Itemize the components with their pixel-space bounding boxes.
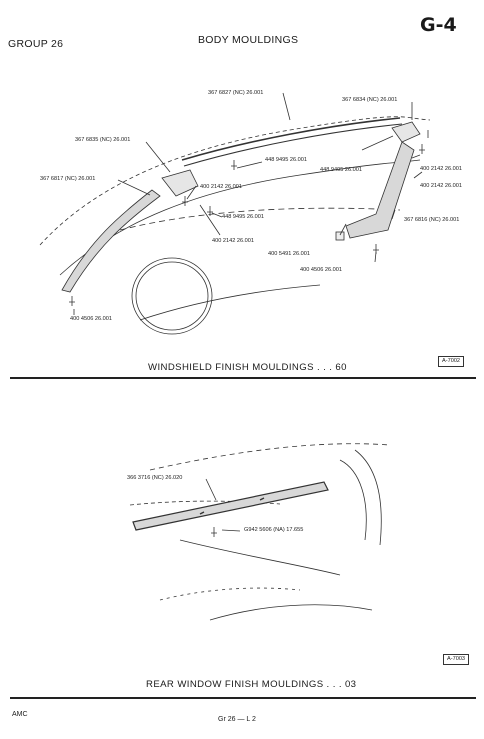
part-number: 448 9495 26.001 xyxy=(265,157,307,163)
part-number: 367 6827 (NC) 26.001 xyxy=(208,90,264,96)
footer-left: AMC xyxy=(12,711,28,718)
page-code: G-4 xyxy=(420,14,457,36)
group-label: GROUP 26 xyxy=(8,38,64,50)
footer-center: Gr 26 — L 2 xyxy=(218,716,256,723)
part-number: 400 4506 26.001 xyxy=(70,316,112,322)
part-number: 400 5491 26.001 xyxy=(268,251,310,257)
part-number: 366 3716 (NC) 26.020 xyxy=(127,475,183,481)
part-number: 448 9495 26.001 xyxy=(222,214,264,220)
section-title: BODY MOULDINGS xyxy=(198,34,299,46)
part-number: 400 2142 26.001 xyxy=(212,238,254,244)
figure-reference: A-7002 xyxy=(438,356,465,367)
part-number: 400 2142 26.001 xyxy=(200,184,242,190)
section-divider xyxy=(10,377,476,379)
part-number: 448 9495 26.001 xyxy=(320,167,362,173)
footer-divider xyxy=(10,697,476,699)
part-number: 400 4506 26.001 xyxy=(300,267,342,273)
figure-reference: A-7003 xyxy=(443,654,470,665)
figure-caption: WINDSHIELD FINISH MOULDINGS . . . 60 xyxy=(148,362,347,373)
part-number: 400 2142 26.001 xyxy=(420,166,462,172)
part-number: 367 6834 (NC) 26.001 xyxy=(342,97,398,103)
part-number: 367 6816 (NC) 26.001 xyxy=(404,217,460,223)
figure-caption: REAR WINDOW FINISH MOULDINGS . . . 03 xyxy=(146,679,357,690)
part-number: 367 6835 (NC) 26.001 xyxy=(75,137,131,143)
part-number: 400 2142 26.001 xyxy=(420,183,462,189)
part-number: 367 6817 (NC) 26.001 xyxy=(40,176,96,182)
part-number: G942 5606 (NA) 17.655 xyxy=(244,527,304,533)
